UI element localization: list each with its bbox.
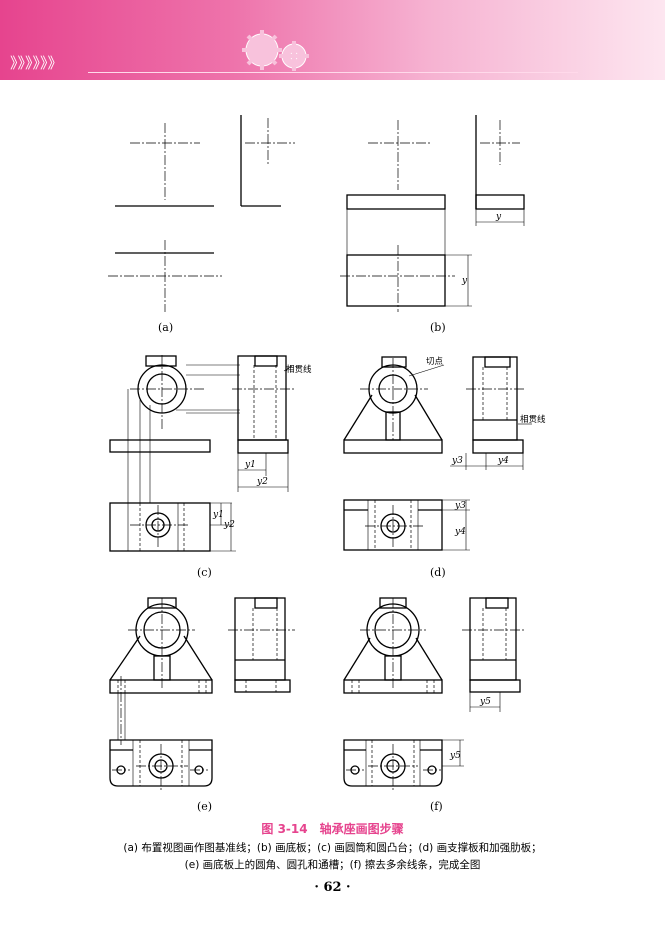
gear-icon	[242, 30, 309, 71]
dim-y-top: y	[495, 212, 502, 222]
figure-caption-line-2: (e) 画底板上的圆角、圆孔和通槽；(f) 擦去多余线条，完成全图	[184, 859, 481, 871]
header-banner: 》》》》》》	[0, 0, 665, 80]
panel-d	[343, 356, 532, 551]
header-chevrons: 》》》》》》	[10, 54, 63, 72]
panel-a	[108, 115, 295, 312]
sublabel-e: (e)	[197, 800, 213, 813]
sublabel-d: (d)	[430, 566, 446, 579]
label-tangent-point: 切点	[426, 357, 444, 367]
dim-y5-f: y5	[479, 697, 491, 707]
header-rule	[88, 72, 578, 73]
dim-y2-c: y2	[256, 477, 268, 487]
dim-y1-c-front: y1	[212, 510, 224, 520]
dim-y5-f-front: y5	[449, 751, 461, 761]
sublabel-c: (c)	[197, 566, 212, 579]
figure-caption-title: 图 3-14 轴承座画图步骤	[261, 822, 404, 836]
dim-y2-c-front: y2	[223, 520, 235, 530]
dim-y3-d: y3	[451, 456, 463, 466]
sublabel-b: (b)	[430, 321, 446, 334]
dim-y-side: y	[461, 276, 468, 286]
dim-y3-d-front: y3	[454, 501, 466, 511]
sublabel-f: (f)	[430, 800, 443, 813]
page-number: · 62 ·	[314, 880, 351, 895]
label-intersection-line-c: 相贯线	[286, 364, 312, 375]
dim-y1-c: y1	[244, 460, 256, 470]
figure-caption-line-1: (a) 布置视图画作图基准线；(b) 画底板；(c) 画圆筒和圆凸台；(d) 画…	[123, 842, 542, 854]
dim-y4-d: y4	[497, 456, 509, 466]
label-intersection-line-d: 相贯线	[520, 414, 546, 425]
panel-b	[340, 115, 525, 312]
sublabel-a: (a)	[158, 321, 174, 334]
panel-c	[109, 355, 295, 552]
panel-e	[109, 597, 295, 790]
dim-y4-d-front: y4	[454, 527, 466, 537]
panel-f	[343, 597, 525, 790]
